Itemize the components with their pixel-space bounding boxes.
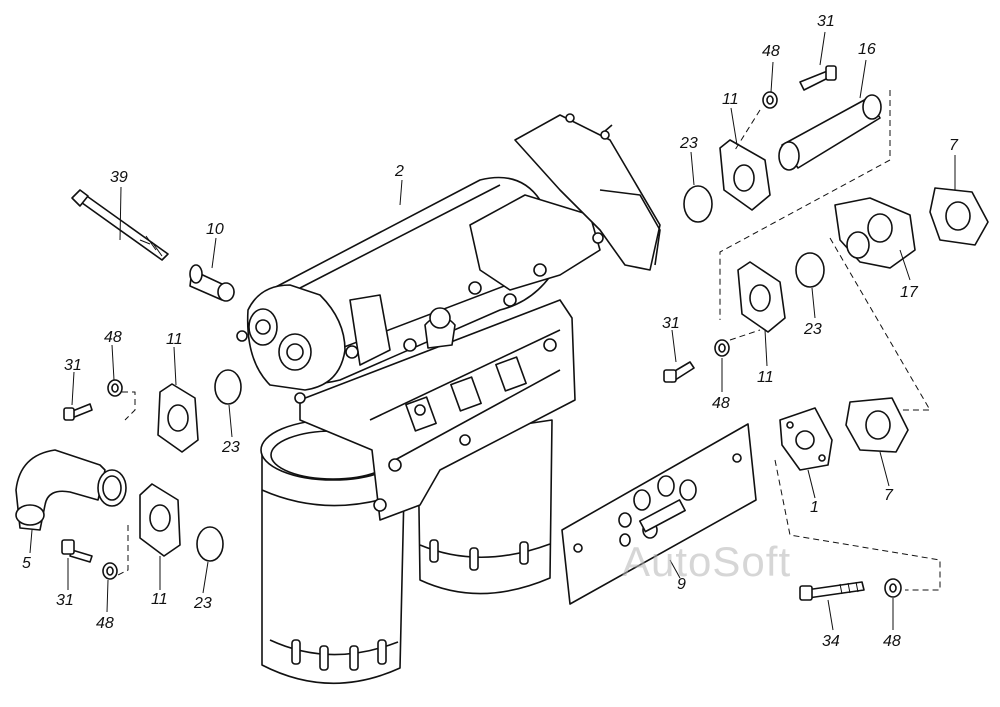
ring-23-top [683,185,713,223]
washer-48-low-right [884,578,902,598]
bolt-31-left-low [61,539,93,563]
callout-2: 2 [395,163,404,180]
callout-1: 1 [810,499,819,516]
callout-5: 5 [22,555,31,572]
washer-48-mid [714,339,730,357]
body-front-flange [236,284,456,404]
flange-11-mid [737,261,786,333]
pipe-16 [778,94,882,171]
gasket-9 [561,423,757,605]
callout-39: 39 [110,169,128,186]
bolt-31-left-top [63,403,93,421]
callout-23-mid: 23 [804,321,822,338]
ring-23-mid [795,252,825,288]
bolt-31-top [799,65,837,91]
flange-11-top [719,139,771,211]
elbow-flange-17 [834,197,916,269]
callout-48-left-low: 48 [96,615,114,632]
callout-11-mid: 11 [757,369,774,386]
long-bolt [71,189,169,261]
callout-31-left-top: 31 [64,357,82,374]
callout-48-top: 48 [762,43,780,60]
washer-48-left-low [102,562,118,580]
flange-11-left-top [157,383,199,453]
bolt-31-mid [663,361,695,383]
callout-31-left-low: 31 [56,592,74,609]
flange-11-left-low [139,483,181,557]
assembly-lines-left-low [117,525,129,576]
spacer-sleeve [189,264,235,302]
callout-34: 34 [822,633,840,650]
callout-10: 10 [206,221,224,238]
callout-16: 16 [858,41,876,58]
leader-lines [29,31,956,631]
callout-23-left-top: 23 [222,439,240,456]
callout-11-left-top: 11 [166,331,183,348]
filter-housing-bracket [299,299,576,521]
gasket-7-top [929,187,989,246]
callout-48-left-top: 48 [104,329,122,346]
flange-plate-1 [779,407,833,471]
callout-17: 17 [900,284,918,301]
callout-9: 9 [677,576,686,593]
bolt-34 [799,581,865,601]
callout-31-top: 31 [817,13,835,30]
callout-23-left-low: 23 [194,595,212,612]
ring-23-left-low [196,526,224,562]
callout-48-low-right: 48 [883,633,901,650]
elbow-pipe-5 [15,449,127,531]
callout-11-left-low: 11 [151,591,168,608]
washer-48-top [762,91,778,109]
callout-7-low: 7 [884,487,893,504]
ring-23-left-top [214,369,242,405]
washer-48-left-top [107,379,123,397]
callout-11-top: 11 [722,91,739,108]
gasket-7-low [845,397,909,453]
callout-48-mid: 48 [712,395,730,412]
assembly-lines-lower [774,459,941,591]
callout-31-mid: 31 [662,315,680,332]
assembly-lines-left-top [122,391,136,421]
callout-23-top: 23 [680,135,698,152]
callout-7-top: 7 [949,137,958,154]
watermark-text: AutoSoft [622,538,792,585]
